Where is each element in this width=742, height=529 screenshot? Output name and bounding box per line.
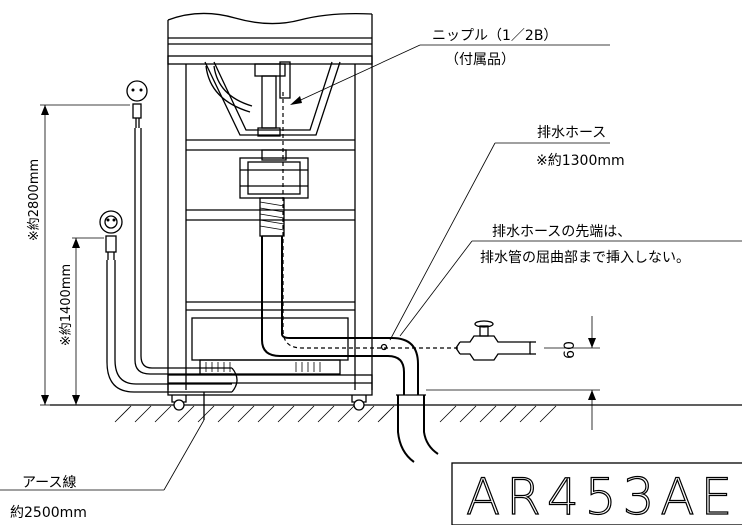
faucet <box>455 320 536 361</box>
floor <box>50 404 742 423</box>
callout-leaders <box>290 44 742 341</box>
pump-assembly <box>239 61 309 199</box>
cord-1400-label: ※約1400mm <box>59 264 74 346</box>
floor-drain-pipe <box>396 394 439 463</box>
drain-hose-length: ※約1300mm <box>536 153 625 169</box>
drain-note-line2: 排水管の屈曲部まで挿入しない。 <box>480 250 690 266</box>
bottom-tray <box>191 317 349 375</box>
dimension-60-label: 60 <box>562 341 578 359</box>
power-cord-2800 <box>126 80 232 375</box>
dimension-60: 60 <box>426 316 600 430</box>
caster-left <box>171 395 187 411</box>
nipple-note: （付属品） <box>445 52 515 68</box>
outlet-icon-1 <box>126 80 148 102</box>
earth-wire-label: アース線 <box>22 475 76 491</box>
drain-note-line1: 排水ホースの先端は、 <box>492 224 631 240</box>
outlet-icon-2 <box>99 210 123 234</box>
power-cord-1400 <box>99 210 238 393</box>
model-number: AR453AE <box>466 468 738 525</box>
earth-wire-length: 約2500mm <box>10 505 87 521</box>
sink-bowl <box>204 61 341 136</box>
earth-wire <box>0 392 205 491</box>
cabinet-cut-line <box>167 12 373 25</box>
caster-right <box>351 395 367 411</box>
drain-hose-label: 排水ホース <box>537 125 606 141</box>
dimension-1400 <box>72 237 104 405</box>
supply-line <box>282 92 460 349</box>
model-box: AR453AE <box>451 462 742 527</box>
cord-2800-label: ※約2800mm <box>27 159 42 241</box>
drain-hose <box>261 235 419 395</box>
cabinet <box>167 12 373 411</box>
nipple-label: ニップル（1／2B） <box>432 28 557 44</box>
dimension-2800 <box>40 104 130 406</box>
corrugated-hose <box>259 197 285 237</box>
